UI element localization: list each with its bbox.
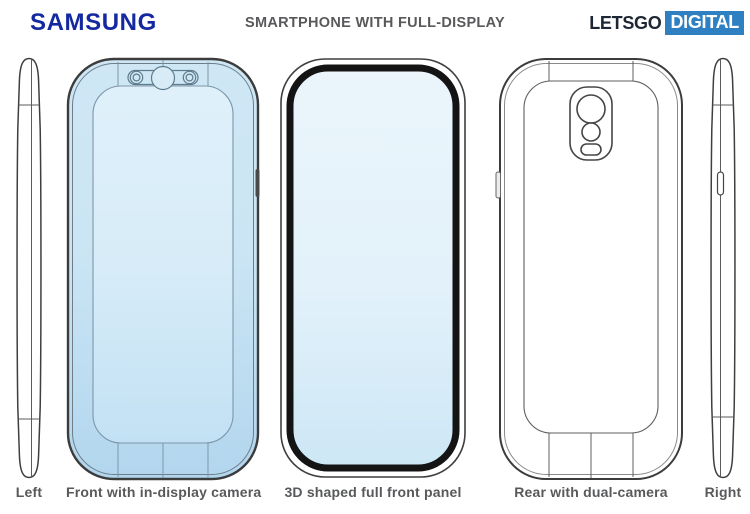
- left-side-view-drawing: [16, 57, 42, 479]
- front-sensor-left-icon: [129, 70, 144, 85]
- front-display-area: [92, 85, 234, 444]
- view-label-panel: 3D shaped full front panel: [284, 484, 462, 500]
- rear-camera-lens-large-icon: [576, 94, 606, 124]
- view-label-front: Front with in-display camera: [66, 484, 262, 500]
- panel-black-frame: [286, 64, 460, 472]
- front-panel-view-drawing: [280, 58, 466, 478]
- right-profile-outline: [710, 57, 736, 479]
- rear-view-drawing: [495, 58, 683, 480]
- front-sensor-right-icon: [182, 70, 197, 85]
- rear-side-key: [495, 171, 501, 199]
- right-side-key: [716, 171, 725, 196]
- samsung-logo: SAMSUNG: [30, 9, 157, 36]
- front-side-key: [255, 169, 260, 197]
- page-title: SMARTPHONE WITH FULL-DISPLAY: [245, 15, 505, 31]
- front-bottom-bezel-lines: [117, 443, 209, 478]
- front-view-drawing: [66, 57, 260, 481]
- rear-camera-module: [569, 86, 613, 161]
- right-side-view-drawing: [710, 57, 736, 479]
- rear-top-bezel-lines: [548, 61, 634, 81]
- left-profile-outline: [16, 57, 42, 479]
- view-label-rear: Rear with dual-camera: [514, 484, 668, 500]
- rear-bottom-bezel-lines: [548, 433, 634, 478]
- in-display-camera-lens: [150, 65, 176, 91]
- view-label-left: Left: [15, 484, 43, 500]
- rear-flash-icon: [580, 143, 602, 156]
- view-label-right: Right: [704, 484, 742, 500]
- front-camera-module: [127, 65, 199, 91]
- letsgo-logo-text: LETSGO: [589, 12, 662, 33]
- letsgo-digital-logo: LETSGO DIGITAL: [589, 11, 744, 35]
- digital-logo-badge: DIGITAL: [665, 11, 744, 35]
- rear-camera-lens-small-icon: [581, 122, 601, 142]
